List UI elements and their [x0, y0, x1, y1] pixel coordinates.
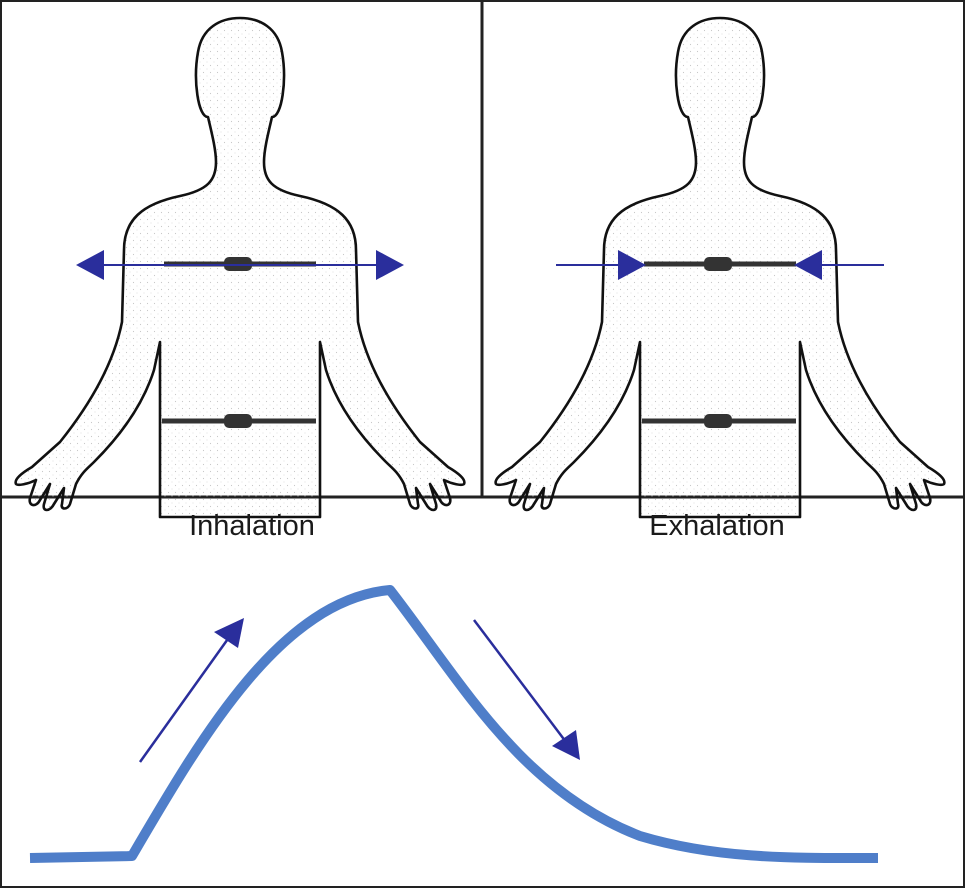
abdomen-belt: [162, 414, 316, 428]
breathing-curve: [29, 585, 879, 864]
contraction-arrow-left: [556, 250, 646, 280]
abdomen-belt: [642, 414, 796, 428]
expansion-arrow: [76, 250, 404, 280]
inhalation-arrow: [138, 618, 244, 763]
inhalation-label: Inhalation: [189, 510, 315, 542]
contraction-arrow-right: [794, 250, 884, 280]
exhalation-arrow: [473, 619, 580, 760]
exhalation-label: Exhalation: [649, 510, 785, 542]
chest-belt: [644, 257, 796, 271]
